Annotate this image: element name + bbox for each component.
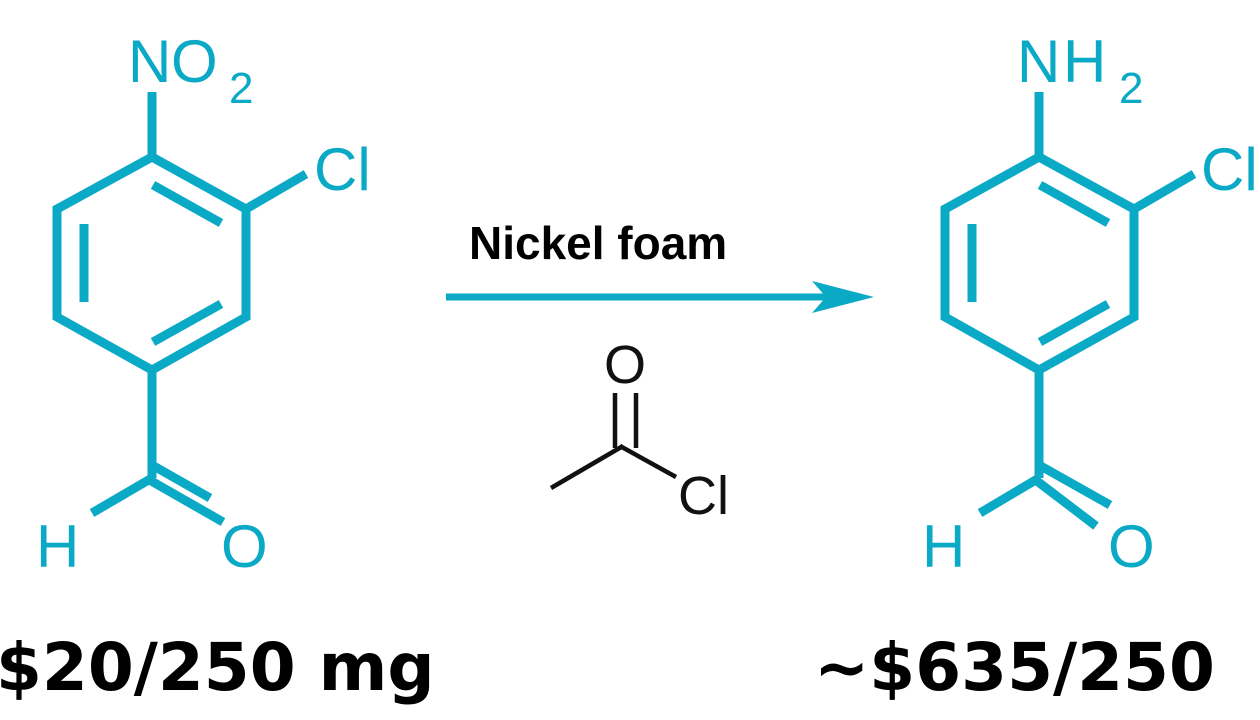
acetyl-chlorine: Cl [678,466,729,526]
product-price: ~$635/250 [814,629,1215,706]
acetyl-oxygen: O [604,335,646,395]
acetyl-chloride-labels: O Cl [604,335,729,526]
reaction-arrow [446,281,874,313]
product-aldehyde-o: O [1108,513,1155,580]
catalyst-label: Nickel foam [469,217,727,269]
product-amine-subscript: 2 [1119,64,1143,113]
reactant-structure [52,92,309,526]
product-amine-n: N [1017,28,1060,95]
product-amine-h: H [1063,28,1106,95]
product-structure [940,92,1197,530]
product-atom-labels: N H 2 Cl H O [922,28,1258,580]
reactant-chloro-bond [243,170,309,213]
reactant-nitro-subscript: 2 [229,64,253,113]
reactant-atom-labels: N O 2 Cl H O [36,28,371,580]
reactant-nitro-n: N [128,28,171,95]
reactant-nitro-o: O [171,28,218,95]
product-chloro-bond [1131,170,1197,213]
product-aldehyde-h: H [922,513,965,580]
acetyl-chloride-structure [549,393,678,490]
reactant-price: $20/250 mg [0,629,435,706]
product-chlorine: Cl [1201,136,1258,203]
reactant-aldehyde-o: O [221,513,268,580]
reactant-chlorine: Cl [314,136,371,203]
reactant-aldehyde-h: H [36,513,79,580]
